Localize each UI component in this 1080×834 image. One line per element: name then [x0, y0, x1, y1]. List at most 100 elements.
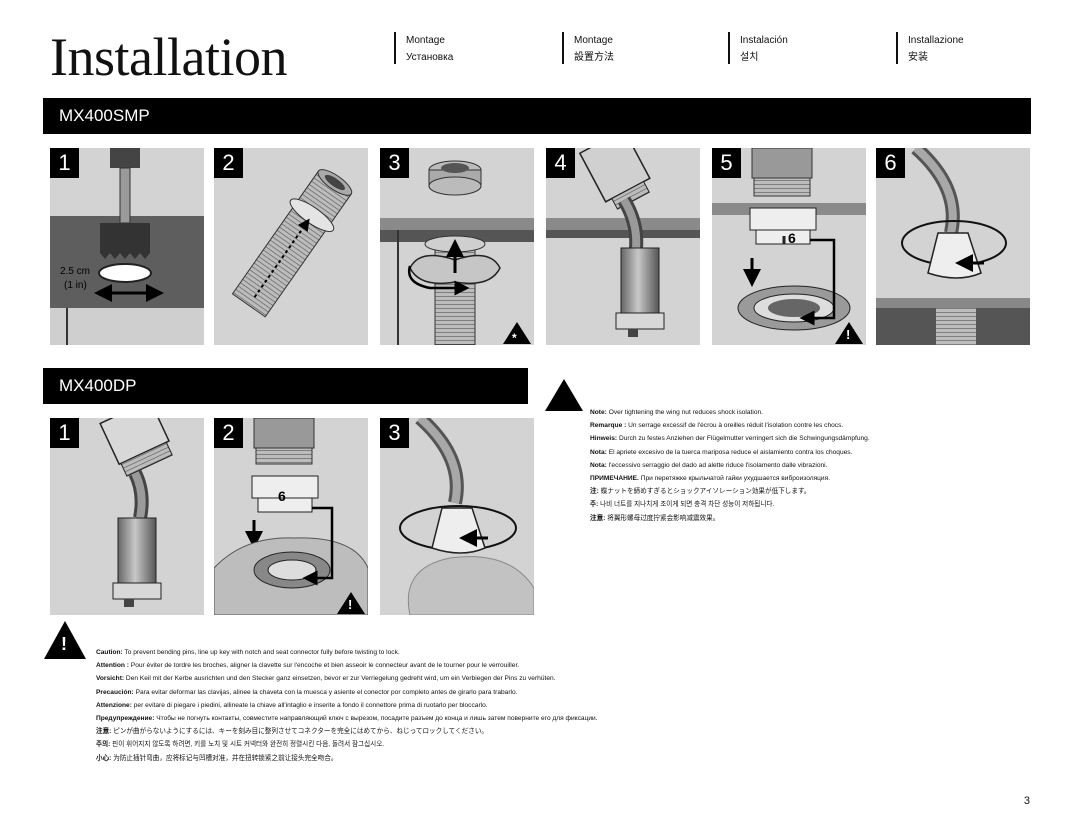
caution-warning-icon — [44, 621, 86, 659]
note-line-text: l'eccessivo serraggio del dado ad alette… — [606, 461, 828, 469]
caution-line-text: To prevent bending pins, line up key wit… — [122, 649, 400, 656]
step-number: 1 — [50, 418, 79, 448]
caution-line-label: 주의: — [96, 741, 111, 749]
note-line-label: Hinweis: — [590, 435, 618, 443]
smp-step-1-panel: 1 2.5 cm (1 in) — [50, 148, 204, 345]
note-line-label: Nota: — [590, 461, 607, 469]
language-heading-2: Montage 設置方法 — [562, 32, 614, 64]
language-heading-1: Montage Установка — [394, 32, 453, 64]
alignment-number: 6 — [788, 230, 796, 246]
step-number: 2 — [214, 418, 243, 448]
caution-line: Caution: To prevent bending pins, line u… — [96, 646, 598, 659]
note-line: Nota: El apriete excesivo de la tuerca m… — [590, 446, 870, 459]
note-line-label: 주: — [590, 501, 599, 509]
note-line-text: 나비 너트를 지나치게 조이게 되면 충격 차단 성능이 저하됩니다. — [598, 501, 775, 509]
caution-line-text: Para evitar deformar las clavijas, aline… — [133, 688, 518, 696]
caution-line-label: 小心: — [96, 754, 112, 762]
note-line: ПРИМЕЧАНИЕ. При перетяжке крыльчатой гай… — [590, 472, 870, 485]
smp-step-2-panel: 2 — [214, 148, 368, 345]
caution-line-text: 핀이 휘어지지 않도록 하려면, 키를 노치 및 시트 커넥터와 완전히 정렬시… — [110, 741, 385, 749]
note-line-label: Remarque : — [590, 422, 627, 430]
note-line: Note: Over tightening the wing nut reduc… — [590, 406, 870, 419]
step-number: 5 — [712, 148, 741, 178]
threaded-shank-illustration — [231, 169, 353, 318]
note-text-block: Note: Over tightening the wing nut reduc… — [590, 406, 870, 525]
caution-exclamation-symbol: ! — [61, 634, 67, 654]
wing-nut-illustration — [380, 160, 534, 345]
caution-line-text: 为防止插针弯曲，应将标记与凹槽对准，并在扭转锁紧之前让接头完全吻合。 — [111, 754, 338, 762]
note-line-label: ПРИМЕЧАНИЕ. — [590, 475, 639, 483]
smp-step-5-panel: 5 6 ! — [712, 148, 866, 345]
caution-line-text: Чтобы не погнуть контакты, совместите на… — [154, 715, 598, 723]
dp-connector-alignment-illustration — [214, 418, 368, 615]
caution-line-label: Attenzione: — [96, 701, 132, 709]
caution-line: Vorsicht: Den Keil mit der Kerbe ausrich… — [96, 672, 598, 685]
smp-step-4-panel: 4 — [546, 148, 700, 345]
note-line-label: 注: — [590, 488, 599, 496]
caution-icon — [337, 592, 365, 614]
exclamation-symbol: ! — [348, 597, 353, 612]
language-heading-3: Instalación 설치 — [728, 32, 788, 64]
star-symbol: * — [512, 331, 517, 345]
caution-line-text: Den Keil mit der Kerbe ausrichten und de… — [124, 675, 556, 683]
note-line: 주: 나비 너트를 지나치게 조이게 되면 충격 차단 성능이 저하됩니다. — [590, 498, 870, 511]
note-line: Hinweis: Durch zu festes Anziehen der Fl… — [590, 432, 870, 445]
step-number: 1 — [50, 148, 79, 178]
dp-alignment-number: 6 — [278, 488, 286, 504]
note-star-icon — [503, 322, 531, 344]
hole-size-metric: 2.5 cm — [60, 266, 91, 277]
caution-line-text: ピンが曲がらないようにするには、キーを刻み目に整列させてコネクターを完全にはめて… — [111, 728, 489, 736]
smp-step-6-panel: 6 — [876, 148, 1030, 345]
caution-line: Attenzione: per evitare di piegare i pie… — [96, 699, 598, 712]
step-number: 3 — [380, 148, 409, 178]
caution-line-label: Precaución: — [96, 688, 134, 696]
page-number: 3 — [1023, 795, 1030, 807]
hole-size-imperial: (1 in) — [64, 280, 87, 291]
twist-lock-illustration — [876, 148, 1030, 345]
caution-line-label: 注意: — [96, 728, 112, 736]
note-star-icon — [545, 379, 583, 411]
caution-line: Precaución: Para evitar deformar las cla… — [96, 686, 598, 699]
caution-line-label: Caution: — [96, 649, 123, 656]
dp-step-3-panel: 3 — [380, 418, 534, 615]
section-header-mx400smp: MX400SMP — [43, 98, 1031, 134]
dp-step-2-panel: 2 6 ! — [214, 418, 368, 615]
note-line-label: Nota: — [590, 448, 607, 456]
caution-text-block: Caution: To prevent bending pins, line u… — [96, 646, 598, 765]
note-line: Remarque : Un serrage excessif de l'écro… — [590, 419, 870, 432]
connector-alignment-illustration — [712, 148, 866, 331]
section-header-mx400dp: MX400DP — [43, 368, 528, 404]
caution-line-label: Attention : — [96, 662, 129, 670]
step-number: 2 — [214, 148, 243, 178]
language-heading-4: Installazione 安装 — [896, 32, 964, 64]
note-line-text: 将翼形螺母过度拧紧会影响减震效果。 — [605, 514, 720, 522]
step-number: 3 — [380, 418, 409, 448]
caution-line: Предупреждение: Чтобы не погнуть контакт… — [96, 712, 598, 725]
note-line: 注意: 将翼形螺母过度拧紧会影响减震效果。 — [590, 512, 870, 525]
dp-twist-lock-illustration — [399, 418, 534, 615]
note-line-label: Note: — [590, 409, 607, 416]
dp-step-1-panel: 1 — [50, 418, 204, 615]
exclamation-symbol: ! — [846, 327, 851, 342]
caution-line: 注意: ピンが曲がらないようにするには、キーを刻み目に整列させてコネクターを完全… — [96, 725, 598, 738]
note-line-label: 注意: — [590, 514, 606, 522]
dp-hose-connector-illustration — [99, 418, 173, 607]
page-title: Installation — [50, 27, 287, 87]
caution-line-label: Предупреждение: — [96, 715, 155, 723]
caution-line-text: per evitare di piegare i piedini, alline… — [131, 701, 488, 709]
step-number: 6 — [876, 148, 905, 178]
step-number: 4 — [546, 148, 575, 178]
hose-connector-illustration — [546, 148, 700, 337]
caution-line-label: Vorsicht: — [96, 675, 125, 683]
note-line-text: El apriete excesivo de la tuerca maripos… — [606, 448, 853, 456]
caution-line: 주의: 핀이 휘어지지 않도록 하려면, 키를 노치 및 시트 커넥터와 완전히… — [96, 738, 598, 751]
note-line-text: Un serrage excessif de l'écrou à oreille… — [626, 422, 844, 430]
note-line-text: При перетяжке крыльчатой гайки ухудшаетс… — [638, 475, 831, 483]
drill-hole-illustration — [50, 148, 204, 345]
note-line: Nota: l'eccessivo serraggio del dado ad … — [590, 459, 870, 472]
note-line-text: Durch zu festes Anziehen der Flügelmutte… — [617, 435, 870, 443]
caution-line: 小心: 为防止插针弯曲，应将标记与凹槽对准，并在扭转锁紧之前让接头完全吻合。 — [96, 752, 598, 765]
note-line-text: 蝶ナットを締めすぎるとショックアイソレーション効果が低下します。 — [598, 488, 811, 496]
caution-icon — [835, 322, 863, 344]
caution-line: Attention : Pour éviter de tordre les br… — [96, 659, 598, 672]
